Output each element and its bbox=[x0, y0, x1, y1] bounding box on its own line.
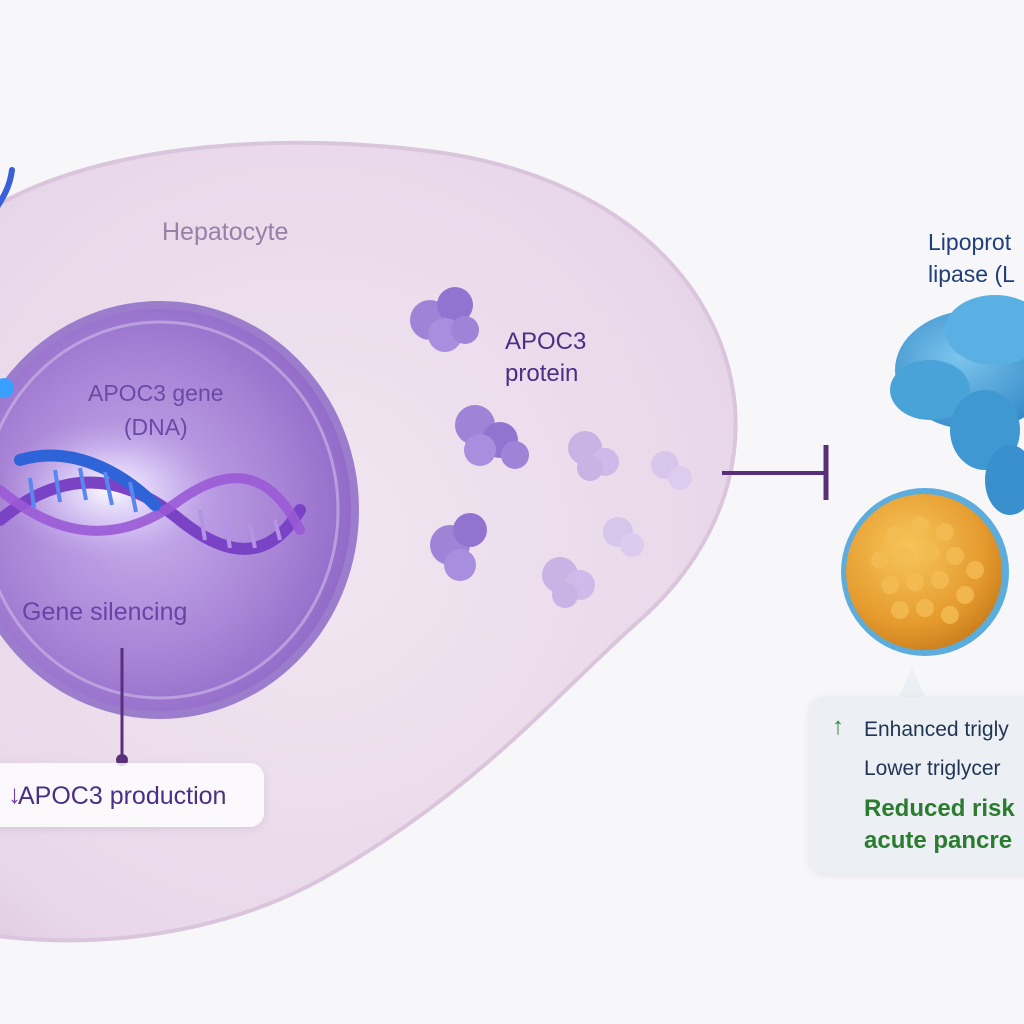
hepatocyte-label: Hepatocyte bbox=[162, 218, 289, 246]
apoc3-protein-label-line2: protein bbox=[505, 360, 579, 387]
sirna-dot-icon bbox=[0, 378, 14, 398]
lipoprotein-lipase-enzyme bbox=[890, 295, 1024, 515]
lpl-label: Lipoprot lipase (L bbox=[928, 226, 1015, 290]
down-arrow-icon: ↓ bbox=[8, 779, 21, 809]
protein-molecule bbox=[542, 557, 595, 608]
effects-box: ↑ Enhanced trigly Lower triglycer Reduce… bbox=[810, 697, 1024, 873]
apoc3-protein-cluster bbox=[410, 287, 692, 608]
apoc3-production-text: APOC3 production bbox=[18, 782, 227, 810]
effect-lower: Lower triglycer bbox=[864, 757, 1001, 780]
protein-molecule bbox=[410, 287, 479, 352]
apoc3-protein-label-line1: APOC3 bbox=[505, 328, 587, 355]
nucleus-inner-ring bbox=[0, 320, 340, 700]
apoc3-gene-label-line2: (DNA) bbox=[123, 414, 188, 440]
lipoprotein-particle bbox=[841, 488, 1009, 656]
sirna-strand-icon bbox=[0, 167, 15, 208]
apoc3-gene-label: APOC3 gene (DNA) bbox=[88, 376, 224, 444]
apoc3-gene-label-line1: APOC3 gene bbox=[88, 380, 224, 406]
apoc3-protein-label: APOC3 protein bbox=[505, 326, 586, 390]
protein-molecule bbox=[651, 451, 692, 490]
protein-molecule bbox=[455, 405, 529, 469]
apoc3-production-box: ↓ APOC3 production bbox=[0, 763, 264, 827]
lpl-label-line1: Lipoprot bbox=[928, 229, 1012, 255]
up-arrow-icon: ↑ bbox=[832, 713, 844, 740]
protein-molecule bbox=[568, 431, 619, 481]
effect-reduced-risk-line1: Reduced risk bbox=[864, 795, 1015, 822]
lpl-label-line2: lipase (L bbox=[928, 261, 1015, 287]
gene-silencing-label: Gene silencing bbox=[22, 598, 188, 626]
protein-molecule bbox=[603, 517, 644, 557]
dna-helix bbox=[0, 449, 306, 555]
protein-molecule bbox=[430, 513, 487, 581]
effect-enhanced: Enhanced trigly bbox=[864, 718, 1009, 741]
effects-box-pointer bbox=[898, 668, 926, 698]
effect-reduced-risk: Reduced risk acute pancre bbox=[864, 793, 1015, 857]
inhibition-arrow bbox=[722, 445, 829, 500]
effect-reduced-risk-line2: acute pancre bbox=[864, 827, 1013, 854]
